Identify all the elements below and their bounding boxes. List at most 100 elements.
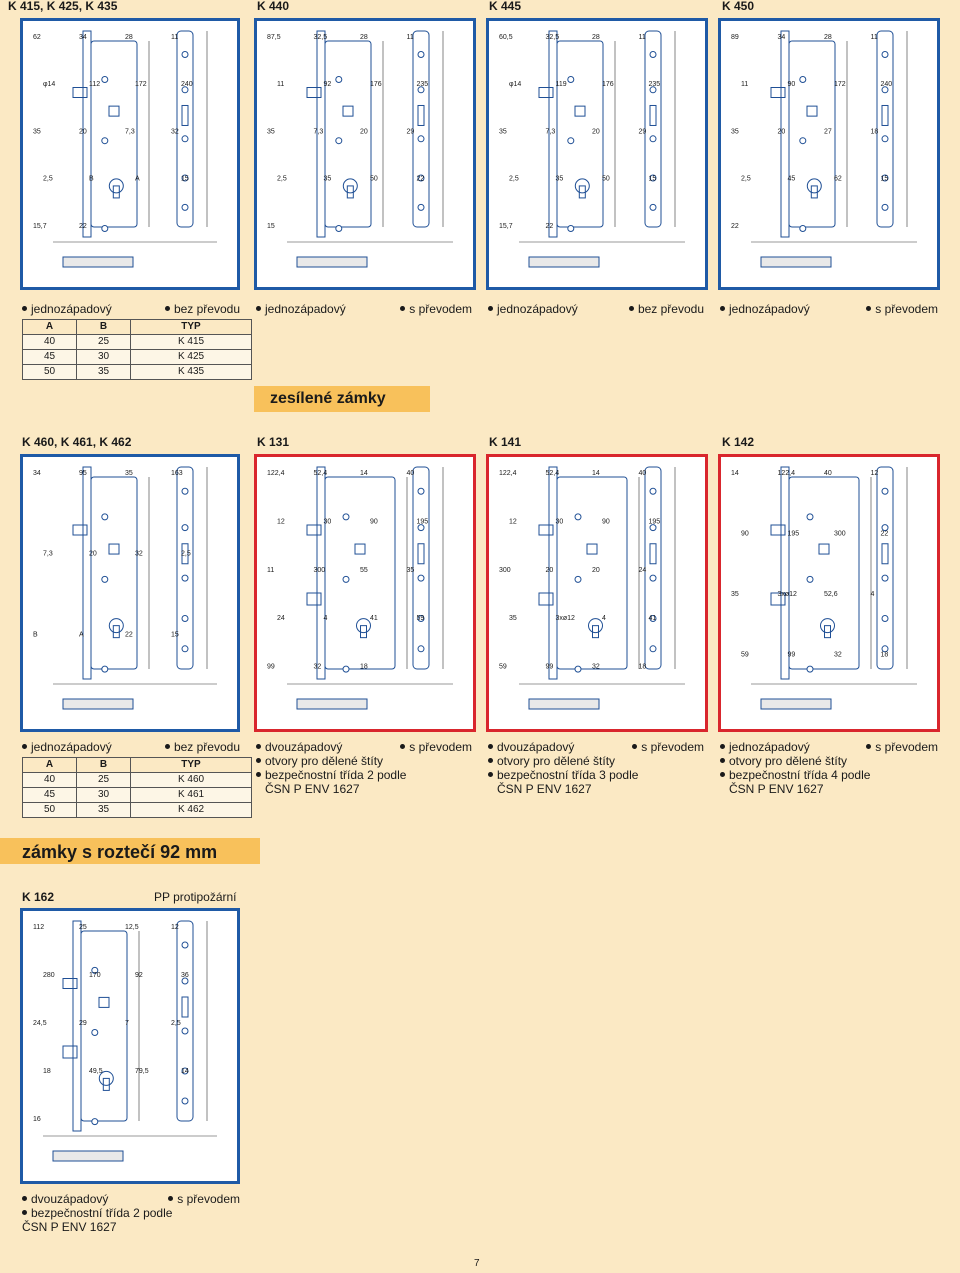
dimension-label: 24: [277, 615, 285, 622]
standard-line: ČSN P ENV 1627: [22, 1220, 117, 1234]
dimension-label: 300: [499, 567, 511, 574]
dimension-label: 28: [592, 34, 600, 41]
dimension-label: 35: [324, 176, 332, 183]
dimension-label: 4: [602, 615, 606, 622]
dimension-label: 34: [79, 34, 87, 41]
dimension-label: 12: [277, 518, 285, 525]
dimension-label: 90: [741, 531, 749, 538]
dimension-label: 62: [834, 176, 842, 183]
dimension-label: 22: [125, 631, 133, 638]
dimension-label: 99: [788, 652, 796, 659]
dimension-label: 18: [360, 664, 368, 671]
gear-type: bez převodu: [173, 302, 240, 316]
dimension-label: 7,3: [125, 128, 135, 135]
dimension-label: 20: [79, 128, 87, 135]
dimension-label: 22: [881, 531, 889, 538]
dimension-label: 7,3: [314, 128, 324, 135]
dimension-label: 18: [881, 652, 889, 659]
dimension-label: 89: [731, 34, 739, 41]
dimension-label: 4: [324, 615, 328, 622]
dimension-label: 99: [267, 664, 275, 671]
feature-line: otvory pro dělené štíty: [729, 754, 848, 768]
dimension-label: 28: [125, 34, 133, 41]
dimension-label: 2,5: [171, 1020, 181, 1027]
dimension-label: 35: [125, 470, 133, 477]
feature-line: otvory pro dělené štíty: [497, 754, 616, 768]
row2-header-4: K 142: [722, 435, 755, 449]
dimension-label: 12: [509, 518, 517, 525]
latch-type: jednozápadový: [729, 302, 810, 316]
dimension-label: 235: [417, 81, 429, 88]
dimension-label: 7: [125, 1020, 129, 1027]
row3-header: K 162: [22, 890, 55, 904]
dimension-label: 15: [181, 176, 189, 183]
dimension-label: 29: [639, 128, 647, 135]
dimension-label: 122,4: [267, 470, 285, 477]
dimension-label: B: [33, 631, 38, 638]
standard-line: ČSN P ENV 1627: [265, 782, 360, 796]
dimension-label: 11: [871, 34, 878, 41]
dimension-label: 34: [778, 34, 786, 41]
dimension-label: 55: [360, 567, 368, 574]
dimension-label: 172: [834, 81, 846, 88]
standard-line: ČSN P ENV 1627: [729, 782, 824, 796]
dimension-label: 176: [370, 81, 382, 88]
dimension-label: 30: [324, 518, 332, 525]
dimension-label: 172: [135, 81, 147, 88]
dimension-label: 300: [314, 567, 326, 574]
dimension-label: 32: [834, 652, 842, 659]
dimension-label: 92: [324, 81, 332, 88]
latch-type: jednozápadový: [31, 740, 112, 754]
row1-header-4: K 450: [722, 0, 755, 13]
gear-type: bez převodu: [173, 740, 240, 754]
feature-line: bezpečnostní třída 4 podle: [729, 768, 871, 782]
dimension-label: 40: [639, 470, 647, 477]
dimension-label: 2,5: [277, 176, 287, 183]
page-number: 7: [474, 1258, 480, 1269]
dimension-label: 20: [360, 128, 368, 135]
gear-type: s převodem: [875, 740, 938, 754]
row3-header-fire: PP protipožární: [154, 890, 237, 904]
dimension-label: 3xø12: [778, 591, 798, 598]
feature-line: bezpečnostní třída 2 podle: [31, 1206, 173, 1220]
dimension-label: 14: [181, 1068, 189, 1075]
dimension-label: 35: [407, 567, 415, 574]
dimension-label: A: [135, 176, 140, 183]
gear-type: s převodem: [409, 302, 472, 316]
dimension-label: 300: [834, 531, 846, 538]
row1-header-1: K 415, K 425, K 435: [8, 0, 118, 13]
gear-type: s převodem: [177, 1192, 240, 1206]
dimension-label: 59: [741, 652, 749, 659]
dimension-label: 15,7: [33, 223, 47, 230]
dimension-label: 235: [649, 81, 661, 88]
dimension-label: 7,3: [546, 128, 556, 135]
dimension-label: φ14: [43, 81, 55, 88]
dimension-label: 59: [499, 664, 507, 671]
section-banner-92mm: zámky s roztečí 92 mm: [0, 838, 260, 864]
dimension-label: 35: [731, 591, 739, 598]
dimension-label: 20: [89, 551, 97, 558]
dimension-label: 32,5: [314, 34, 328, 41]
dimension-label: 50: [602, 176, 610, 183]
dimension-label: 11: [639, 34, 646, 41]
dimension-label: 90: [370, 518, 378, 525]
